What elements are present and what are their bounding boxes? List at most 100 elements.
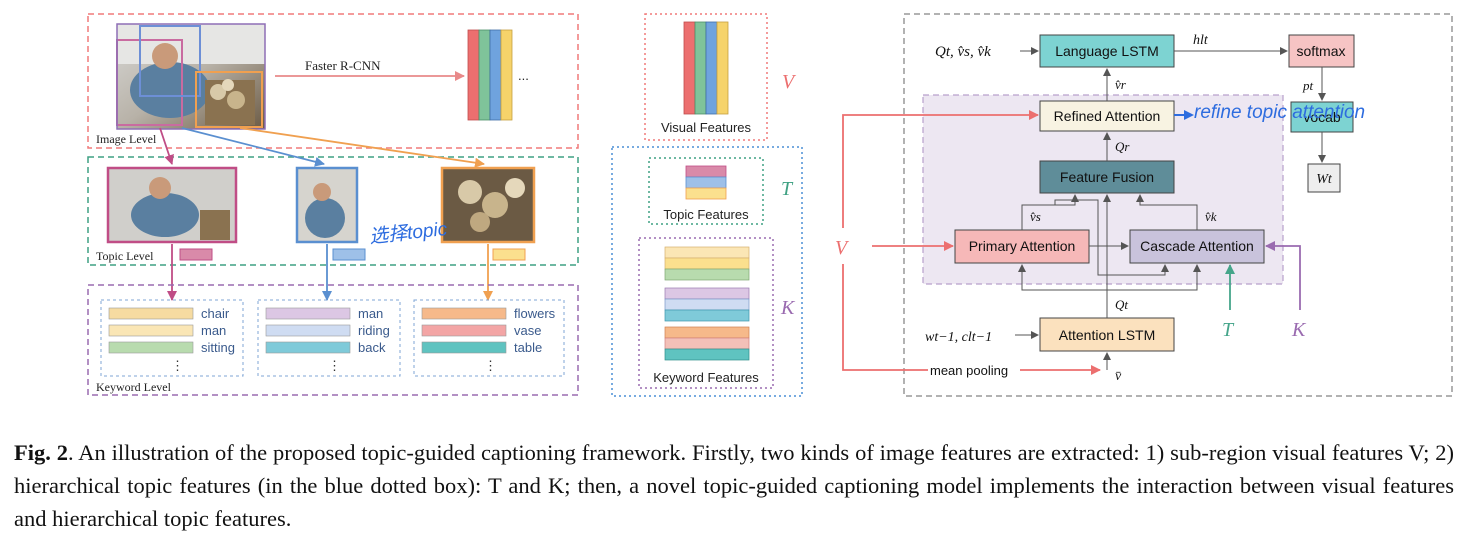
pt-label: pt (1302, 78, 1314, 93)
mean-pooling-bg (928, 362, 1020, 378)
qt-label: Qt (1115, 297, 1128, 312)
keyword-group-box (413, 299, 565, 377)
vr-label: v̂r (1115, 77, 1127, 92)
keyword-vdots: ⋮ (171, 358, 184, 373)
t-symbol: T (781, 178, 794, 200)
keyword-features-label: Keyword Features (653, 370, 759, 385)
keyword-bar (108, 307, 194, 320)
region-feature-bars (467, 29, 513, 121)
keyword-bar (421, 324, 507, 337)
caption-text: . An illustration of the proposed topic-… (14, 440, 1454, 531)
visual-feature-bars (683, 21, 729, 115)
attention-lstm-box (1039, 317, 1175, 352)
image-level-label: Image Level (96, 132, 157, 146)
primary-attention-label: Primary Attention (969, 238, 1076, 254)
keyword-group-box (100, 299, 244, 377)
topic-level-box (87, 156, 579, 266)
keyword-features-box (638, 237, 774, 389)
keyword-vdots: ⋮ (484, 358, 497, 373)
refined-attention-label: Refined Attention (1054, 108, 1161, 124)
visual-features-box (644, 13, 768, 141)
vocab-label: vocab (1303, 109, 1341, 125)
topic-bar-1 (179, 248, 213, 261)
k-input-symbol: K (1291, 319, 1307, 341)
softmax-label: softmax (1296, 43, 1345, 59)
cascade-attention-label: Cascade Attention (1140, 238, 1254, 254)
wt-label: Wt (1316, 172, 1333, 187)
keyword-level-box (87, 284, 579, 396)
keyword-bar (421, 341, 507, 354)
topic-feature-bars (685, 165, 727, 200)
vs-label: v̂s (1030, 209, 1041, 224)
input-bottom-label: wt−1, clt−1 (925, 330, 992, 345)
topic-crop-1 (106, 166, 238, 244)
keyword-bar (108, 324, 194, 337)
feature-fusion-label: Feature Fusion (1060, 169, 1154, 185)
v-input-symbol: V (835, 237, 850, 259)
language-lstm-label: Language LSTM (1055, 43, 1159, 59)
middle-panel: Visual Features V Topic Features T Keywo… (611, 13, 803, 397)
wt-box (1307, 163, 1341, 193)
primary-attention-box (954, 229, 1090, 264)
keyword-bar (265, 341, 351, 354)
keyword-bar (265, 324, 351, 337)
arrow-qt-primary (1018, 264, 1108, 318)
k-symbol: K (780, 297, 796, 319)
keyword-feature-bars (664, 246, 750, 361)
cascade-attention-box (1129, 229, 1265, 264)
keyword-label: sitting (201, 340, 235, 355)
arrow-vk-fusion (1136, 194, 1198, 230)
left-panel: Image Level Faster R-CNN ... (87, 13, 579, 396)
arrow-v-refined (842, 110, 1039, 228)
handwritten-note-right: refine topic attention (1194, 102, 1365, 123)
t-input-symbol: T (1222, 319, 1235, 341)
figure-caption: Fig. 2. An illustration of the proposed … (14, 436, 1454, 535)
keyword-vdots: ⋮ (328, 358, 341, 373)
caption-label: Fig. 2 (14, 440, 68, 465)
topic-bar-2 (332, 248, 366, 261)
hl-label: hlt (1193, 33, 1209, 48)
mean-pooling-label: mean pooling (930, 363, 1008, 378)
topic-features-box (648, 157, 764, 225)
right-panel: Language LSTM Qt, v̂s, v̂k softmax hlt v… (835, 13, 1453, 397)
topic-features-label: Topic Features (663, 207, 749, 222)
arrow-to-topic-2 (181, 127, 325, 167)
qr-label: Qr (1115, 139, 1130, 154)
keyword-label: riding (358, 323, 390, 338)
vk-label: v̂k (1205, 209, 1217, 224)
keyword-level-label: Keyword Level (96, 380, 172, 394)
arrow-to-topic-1 (159, 127, 174, 165)
keyword-bar (108, 341, 194, 354)
keyword-group-box (257, 299, 401, 377)
arrow-vs-cascade (1054, 199, 1169, 276)
vocab-box (1290, 101, 1354, 133)
vbar-label: v̄ (1115, 369, 1122, 384)
framework-figure: Image Level Faster R-CNN ... (87, 13, 1453, 397)
language-lstm-box (1039, 34, 1175, 68)
arrow-to-topic-3 (239, 127, 485, 168)
feature-fusion-box (1039, 160, 1175, 194)
model-box (903, 13, 1453, 397)
main-photo (116, 23, 266, 130)
visual-features-label: Visual Features (661, 120, 752, 135)
keyword-label: back (358, 340, 386, 355)
keyword-label: flowers (514, 306, 556, 321)
keyword-label: table (514, 340, 542, 355)
arrow-qt-cascade (1107, 264, 1201, 291)
v-symbol: V (782, 71, 797, 93)
keyword-label: man (201, 323, 226, 338)
keyword-bar (265, 307, 351, 320)
input-top-label: Qt, v̂s, v̂k (935, 44, 991, 60)
ellipsis: ... (518, 68, 529, 83)
handwritten-note-left: 选择topic (368, 219, 448, 248)
topic-crop-3 (440, 166, 536, 244)
faster-rcnn-label: Faster R-CNN (305, 58, 381, 73)
topic-crop-2 (295, 166, 359, 244)
image-level-box (87, 13, 579, 149)
keyword-groups: chairmansitting⋮manridingback⋮flowersvas… (100, 299, 565, 377)
hierarchical-topic-box (611, 146, 803, 397)
keyword-label: chair (201, 306, 230, 321)
topic-bar-3 (492, 248, 526, 261)
arrow-k-cascade (1265, 241, 1301, 310)
topic-level-label: Topic Level (96, 249, 154, 263)
